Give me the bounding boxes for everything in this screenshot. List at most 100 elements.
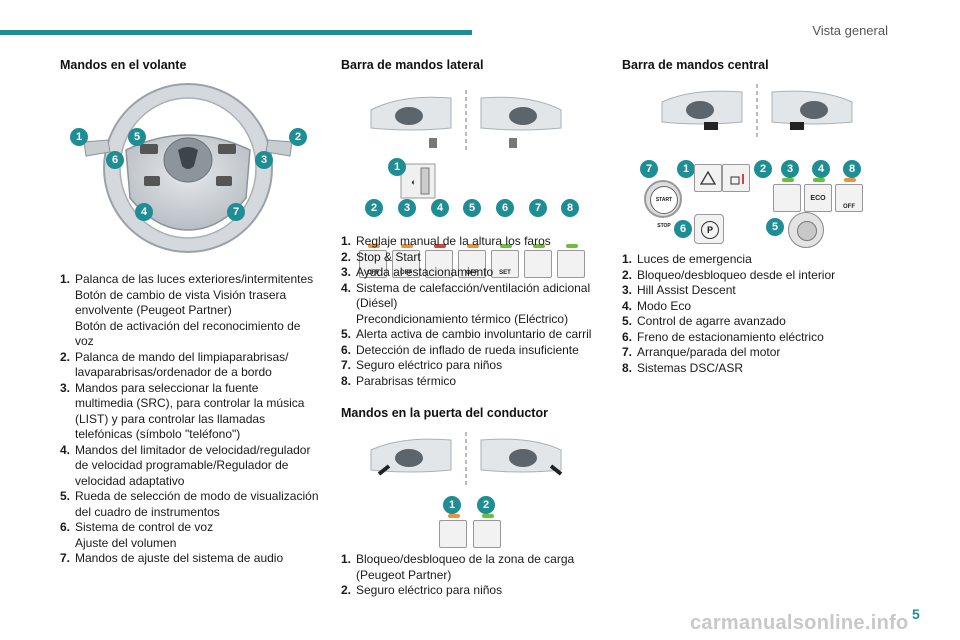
cargo-lock-button[interactable] <box>439 514 467 548</box>
item-number: 1. <box>341 552 352 566</box>
item-number: 5. <box>60 489 71 503</box>
item-number: 7. <box>60 551 71 565</box>
item-number: 3. <box>60 380 71 395</box>
stop-start-button[interactable]: OFF <box>359 244 387 278</box>
lane-alert-button[interactable]: OFF <box>458 244 486 278</box>
dsc-asr-button[interactable]: OFF <box>835 178 863 212</box>
door-illustration: 1 2 <box>341 430 601 548</box>
item-number: 3. <box>341 265 352 279</box>
item-text-line: Palanca de mando del limpiaparabrisas/ <box>75 349 289 364</box>
item-number: 1. <box>60 272 71 286</box>
central-bar-illustration: 7 1 2 3 4 8 6 5 START STOP ECO OFF P <box>622 82 882 248</box>
list-item: 1.Luces de emergencia <box>622 252 882 268</box>
list-item: 7.Mandos de ajuste del sistema de audio <box>60 551 330 567</box>
item-text-line: velocidad adaptativo <box>75 473 185 488</box>
callout-badge: 2 <box>754 160 772 178</box>
callout-badge: 7 <box>227 203 245 221</box>
item-number: 7. <box>341 358 352 372</box>
item-text-line: lavaparabrisas/ordenador de a bordo <box>75 365 272 379</box>
item-number: 6. <box>60 520 71 534</box>
dashboard-lateral-icon: ◐ <box>370 90 562 199</box>
item-text-line: (Diésel) <box>356 296 398 310</box>
door-child-lock-button[interactable] <box>473 514 501 548</box>
item-text-line: Modo Eco <box>637 298 692 313</box>
list-item: 5.Control de agarre avanzado <box>622 314 882 330</box>
list-item: 2.Stop & Start <box>341 250 601 266</box>
heated-windscreen-button[interactable] <box>557 244 585 278</box>
item-text-line: telefónicas (símbolo "teléfono") <box>75 427 241 441</box>
dashboard-central-icon <box>661 84 853 140</box>
item-number: 8. <box>341 373 352 388</box>
list-item: 6.Freno de estacionamiento eléctrico <box>622 330 882 346</box>
item-text-line: Hill Assist Descent <box>637 283 736 297</box>
item-text-line: Botón de cambio de vista Visión trasera <box>75 287 287 302</box>
door-items-list: 1.Bloqueo/desbloqueo de la zona de carga… <box>341 552 601 599</box>
callout-badge: 8 <box>843 160 861 178</box>
item-text-line: del cuadro de instrumentos <box>75 504 220 519</box>
item-text-line: Alerta activa de cambio involuntario de … <box>356 327 592 341</box>
item-number: 2. <box>341 249 352 264</box>
callout-badge: 3 <box>398 199 416 217</box>
callout-badge: 4 <box>812 160 830 178</box>
item-number: 1. <box>341 234 352 248</box>
steering-items-list: 1. Palanca de las luces exteriores/interm… <box>60 272 330 567</box>
eco-mode-button[interactable]: ECO <box>804 178 832 212</box>
callout-badge: 8 <box>561 199 579 217</box>
start-stop-button[interactable]: START STOP <box>644 180 682 229</box>
callout-badge: 5 <box>463 199 481 217</box>
parking-brake-button[interactable]: P <box>694 214 724 244</box>
list-item: 5.Rueda de selección de modo de visualiz… <box>60 489 330 520</box>
hazard-lights-button[interactable] <box>694 164 722 192</box>
item-number: 2. <box>60 349 71 364</box>
callout-badge: 6 <box>496 199 514 217</box>
door-panel-icon <box>370 432 563 488</box>
item-number: 4. <box>60 442 71 457</box>
list-item: 5.Alerta activa de cambio involuntario d… <box>341 327 601 343</box>
steering-wheel-icon <box>83 83 293 253</box>
child-lock-button[interactable] <box>524 244 552 278</box>
item-text-line: voz <box>75 334 94 348</box>
park-assist-button[interactable]: OFF <box>392 244 420 278</box>
callout-badge: 3 <box>781 160 799 178</box>
item-text-line: Precondicionamiento térmico (Eléctrico) <box>356 311 569 326</box>
item-text-line: Palanca de las luces exteriores/intermit… <box>75 272 314 286</box>
list-item: 3.Hill Assist Descent <box>622 283 882 299</box>
callout-badge: 1 <box>443 496 461 514</box>
lateral-items-list: 1. Reglaje manual de la altura los faros 2… <box>341 234 601 389</box>
central-lock-button[interactable] <box>722 164 750 192</box>
item-text-line: de velocidad programable/Regulador de <box>75 458 289 472</box>
item-text-line: Reglaje manual de la altura los faros <box>356 234 551 248</box>
item-text-line: Bloqueo/desbloqueo desde el interior <box>637 267 836 282</box>
header-accent-bar <box>0 30 472 35</box>
item-number: 7. <box>622 345 633 359</box>
list-item: 4.Modo Eco <box>622 299 882 315</box>
item-number: 5. <box>622 314 633 328</box>
lateral-controls-section: Barra de mandos lateral ◐ 1 2 3 4 5 6 7 … <box>341 58 601 597</box>
item-text-line: Freno de estacionamiento eléctrico <box>637 329 824 344</box>
steering-section-title: Mandos en el volante <box>60 58 187 72</box>
tyre-inflation-button[interactable]: SET <box>491 244 519 278</box>
door-section-title: Mandos en la puerta del conductor <box>341 406 548 420</box>
door-controls-section: Mandos en la puerta del conductor 1 2 1.… <box>341 406 601 599</box>
lock-icon <box>730 174 744 185</box>
list-item: 3. Ayuda al estacionamiento <box>341 265 601 281</box>
lateral-section-title: Barra de mandos lateral <box>341 58 484 72</box>
item-text-line: (Peugeot Partner) <box>356 567 452 582</box>
list-item: 6.Detección de inflado de rueda insufici… <box>341 343 601 359</box>
grip-control-dial[interactable] <box>788 212 824 248</box>
callout-badge: 2 <box>365 199 383 217</box>
heater-button[interactable] <box>425 244 453 278</box>
steering-wheel-illustration: 1 2 3 4 5 6 7 <box>60 80 330 258</box>
central-section-title: Barra de mandos central <box>622 58 769 72</box>
item-text-line: (LIST) y para controlar las llamadas <box>75 411 266 426</box>
callout-badge: 7 <box>640 160 658 178</box>
list-item: 7.Seguro eléctrico para niños <box>341 358 601 374</box>
hill-descent-button[interactable] <box>773 178 801 212</box>
section-title: Vista general <box>812 23 888 38</box>
item-text-line: Sistema de calefacción/ventilación adici… <box>356 280 591 295</box>
callout-badge: 2 <box>289 128 307 146</box>
item-text-line: Ayuda al estacionamiento <box>356 265 494 279</box>
